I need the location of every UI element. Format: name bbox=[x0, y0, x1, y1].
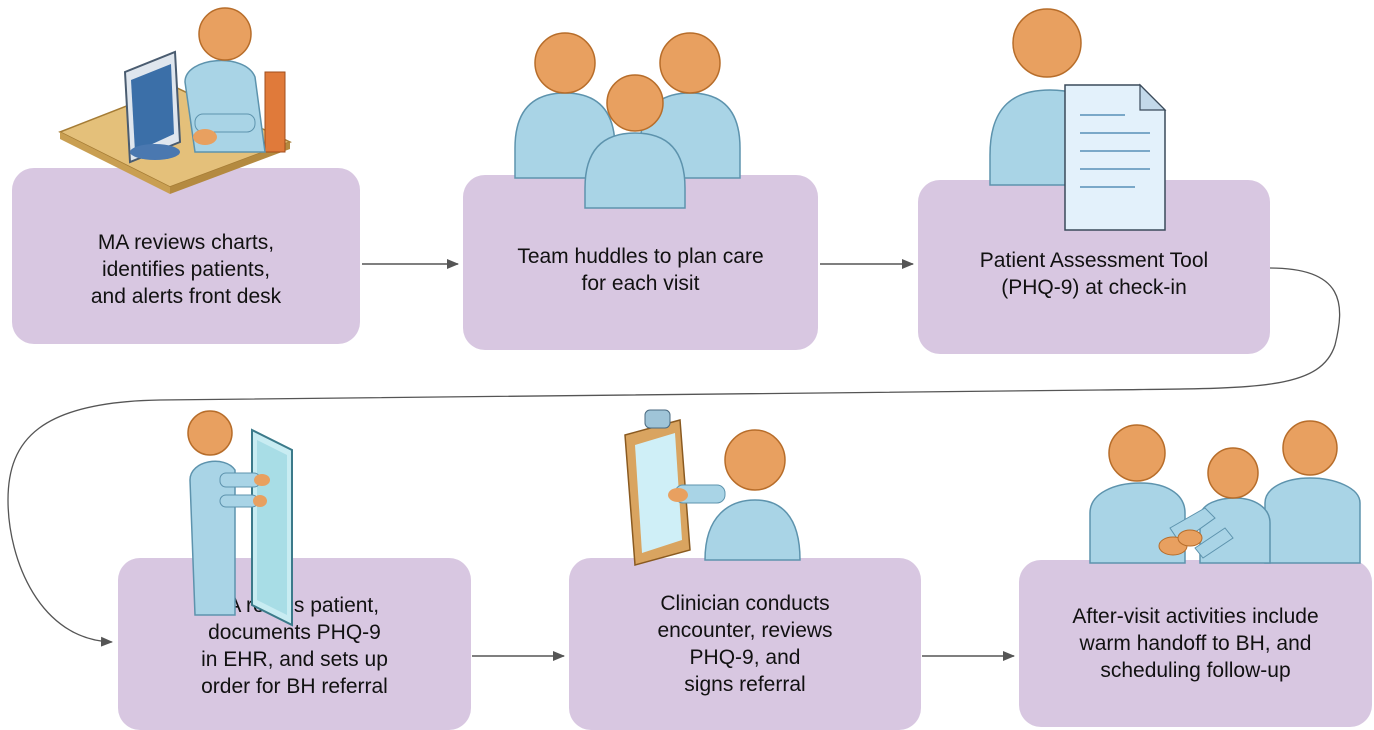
person-with-clipboard-icon bbox=[624, 409, 801, 566]
step-label: Patient Assessment Tool (PHQ-9) at check… bbox=[979, 249, 1209, 299]
arrow-step3-to-step4 bbox=[7, 267, 1341, 647]
person-at-screen-icon bbox=[187, 410, 293, 627]
step-label: After-visit activities include warm hand… bbox=[1072, 605, 1319, 682]
step-box-after-visit: After-visit activities include warm hand… bbox=[1019, 560, 1372, 727]
person-with-document-icon bbox=[989, 8, 1167, 231]
step-box-clinician-encounter: Clinician conducts encounter, reviews PH… bbox=[569, 558, 921, 730]
step-box-review-charts: MA reviews charts, identifies patients, … bbox=[12, 168, 360, 344]
step-label: Team huddles to plan care for each visit bbox=[517, 244, 764, 295]
step-box-assessment-tool: Patient Assessment Tool (PHQ-9) at check… bbox=[918, 180, 1270, 354]
step-label: MA reviews charts, identifies patients, … bbox=[90, 230, 282, 308]
person-at-computer-icon bbox=[58, 7, 292, 194]
step-label: Clinician conducts encounter, reviews PH… bbox=[657, 592, 833, 696]
handshake-group-icon bbox=[1089, 420, 1361, 564]
team-group-icon bbox=[514, 32, 741, 209]
